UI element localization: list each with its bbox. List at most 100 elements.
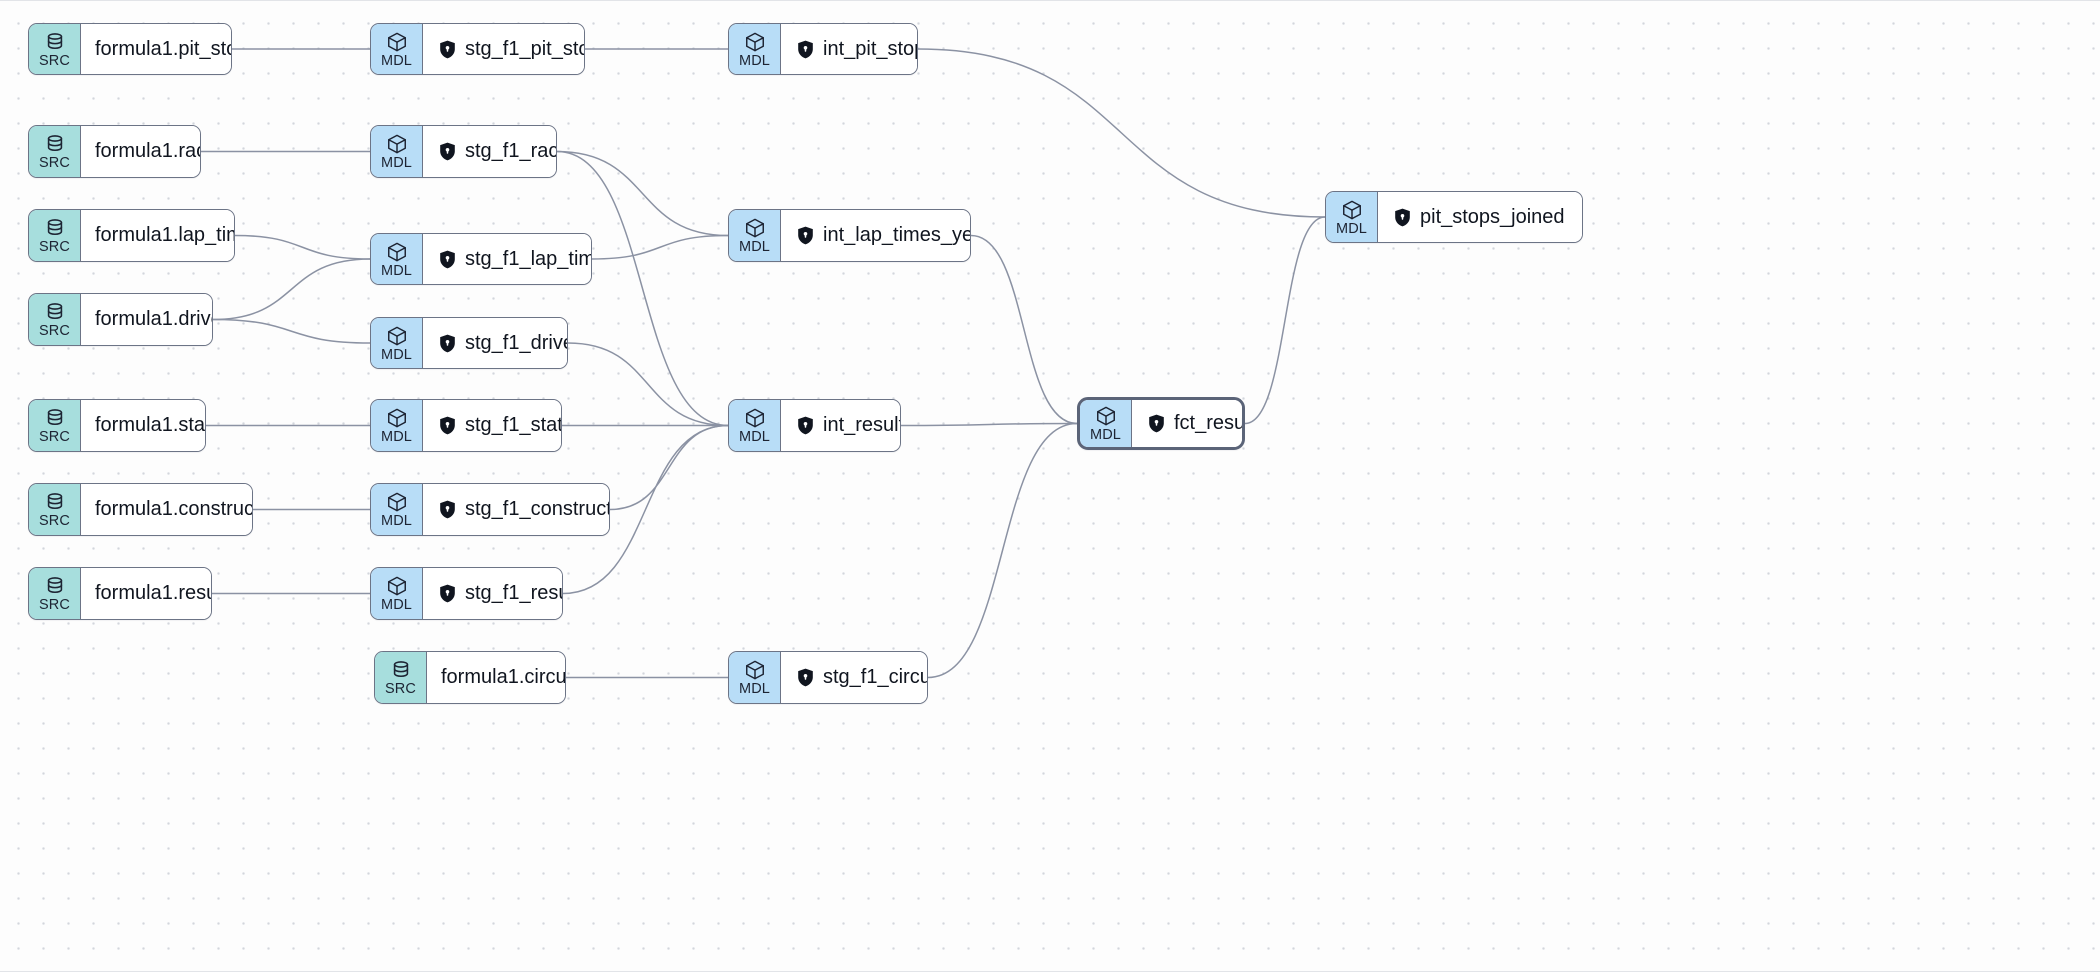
- badge-label: MDL: [381, 429, 412, 445]
- cube-icon: [386, 241, 408, 263]
- model-badge: MDL: [371, 318, 423, 368]
- cube-icon: [386, 133, 408, 155]
- cube-icon: [386, 31, 408, 53]
- shield-lock-icon: [439, 334, 456, 353]
- node-label: formula1.races: [95, 140, 200, 162]
- badge-label: MDL: [739, 239, 770, 255]
- node-label: formula1.constructors: [95, 498, 253, 520]
- lineage-node-fct_results[interactable]: MDL fct_results: [1077, 397, 1245, 450]
- lineage-node-src_circuits[interactable]: SRC formula1.circuits: [374, 651, 566, 704]
- node-body: stg_f1_constructors: [423, 484, 609, 535]
- shield-lock-icon: [439, 142, 456, 161]
- lineage-node-src_pit_stops[interactable]: SRC formula1.pit_stops: [28, 23, 232, 75]
- model-badge: MDL: [729, 400, 781, 451]
- node-body: int_lap_times_years: [781, 210, 970, 261]
- lineage-edge-stg_constructors-to-int_results: [609, 424, 729, 511]
- model-badge: MDL: [1326, 192, 1378, 242]
- source-badge: SRC: [29, 400, 81, 451]
- node-label: formula1.circuits: [441, 666, 566, 688]
- node-body: fct_results: [1132, 400, 1245, 447]
- node-body: formula1.drivers: [81, 294, 212, 345]
- shield-lock-icon: [439, 40, 456, 59]
- badge-label: SRC: [39, 513, 70, 529]
- cube-icon: [744, 407, 766, 429]
- badge-label: SRC: [385, 681, 416, 697]
- node-body: int_pit_stops: [781, 24, 917, 74]
- shield-lock-icon: [797, 668, 814, 687]
- node-label: fct_results: [1174, 412, 1245, 434]
- node-label: formula1.status: [95, 414, 206, 436]
- lineage-edge-int_lap_times_years-to-fct_results: [970, 234, 1078, 425]
- model-badge: MDL: [1080, 400, 1132, 447]
- lineage-node-stg_circuits[interactable]: MDL stg_f1_circuits: [728, 651, 928, 704]
- database-icon: [44, 217, 66, 239]
- node-body: formula1.results: [81, 568, 211, 619]
- shield-lock-icon: [439, 416, 456, 435]
- database-icon: [44, 133, 66, 155]
- badge-label: MDL: [381, 597, 412, 613]
- cube-icon: [744, 31, 766, 53]
- shield-lock-icon: [797, 226, 814, 245]
- lineage-node-stg_status[interactable]: MDL stg_f1_status: [370, 399, 562, 452]
- badge-label: MDL: [739, 681, 770, 697]
- badge-label: SRC: [39, 239, 70, 255]
- lineage-edge-stg_races-to-int_results: [556, 150, 729, 427]
- lineage-node-stg_drivers[interactable]: MDL stg_f1_drivers: [370, 317, 568, 369]
- node-label: stg_f1_pit_stops: [465, 37, 584, 60]
- node-label: formula1.pit_stops: [95, 37, 231, 60]
- badge-label: MDL: [739, 52, 770, 69]
- model-badge: MDL: [371, 484, 423, 535]
- badge-label: MDL: [381, 155, 412, 171]
- lineage-edge-int_results-to-fct_results: [900, 422, 1078, 427]
- node-body: stg_f1_results: [423, 568, 562, 619]
- lineage-node-src_lap_times[interactable]: SRC formula1.lap_times: [28, 209, 235, 262]
- node-body: stg_f1_lap_times: [423, 234, 591, 284]
- node-body: stg_f1_circuits: [781, 652, 927, 703]
- lineage-node-src_constructors[interactable]: SRC formula1.constructors: [28, 483, 253, 536]
- source-badge: SRC: [29, 484, 81, 535]
- node-body: formula1.lap_times: [81, 210, 234, 261]
- node-label: int_results: [823, 414, 900, 436]
- node-label: formula1.drivers: [95, 308, 212, 330]
- cube-icon: [386, 575, 408, 597]
- lineage-node-src_status[interactable]: SRC formula1.status: [28, 399, 206, 452]
- lineage-edge-stg_drivers-to-int_results: [567, 342, 729, 427]
- lineage-node-int_pit_stops[interactable]: MDL int_pit_stops: [728, 23, 918, 75]
- cube-icon: [386, 325, 408, 347]
- model-badge: MDL: [371, 400, 423, 451]
- node-body: stg_f1_status: [423, 400, 561, 451]
- model-badge: MDL: [371, 126, 423, 177]
- lineage-node-pit_stops_joined[interactable]: MDL pit_stops_joined: [1325, 191, 1583, 243]
- badge-label: MDL: [381, 346, 412, 363]
- node-label: stg_f1_drivers: [465, 331, 567, 354]
- cube-icon: [744, 217, 766, 239]
- lineage-node-int_results[interactable]: MDL int_results: [728, 399, 901, 452]
- shield-lock-icon: [439, 584, 456, 603]
- node-body: stg_f1_drivers: [423, 318, 567, 368]
- badge-label: MDL: [381, 52, 412, 69]
- source-badge: SRC: [375, 652, 427, 703]
- lineage-node-stg_results[interactable]: MDL stg_f1_results: [370, 567, 563, 620]
- lineage-edge-src_drivers-to-stg_lap_times: [212, 258, 371, 321]
- lineage-node-stg_pit_stops[interactable]: MDL stg_f1_pit_stops: [370, 23, 585, 75]
- badge-label: MDL: [1336, 220, 1367, 237]
- database-icon: [390, 659, 412, 681]
- source-badge: SRC: [29, 24, 81, 74]
- node-label: formula1.lap_times: [95, 224, 234, 246]
- cube-icon: [1095, 405, 1117, 427]
- badge-label: MDL: [739, 429, 770, 445]
- node-body: stg_f1_pit_stops: [423, 24, 584, 74]
- shield-lock-icon: [797, 40, 814, 59]
- node-body: formula1.constructors: [81, 484, 253, 535]
- model-badge: MDL: [729, 24, 781, 74]
- node-body: pit_stops_joined: [1378, 192, 1582, 242]
- lineage-node-int_lap_times_years[interactable]: MDL int_lap_times_years: [728, 209, 971, 262]
